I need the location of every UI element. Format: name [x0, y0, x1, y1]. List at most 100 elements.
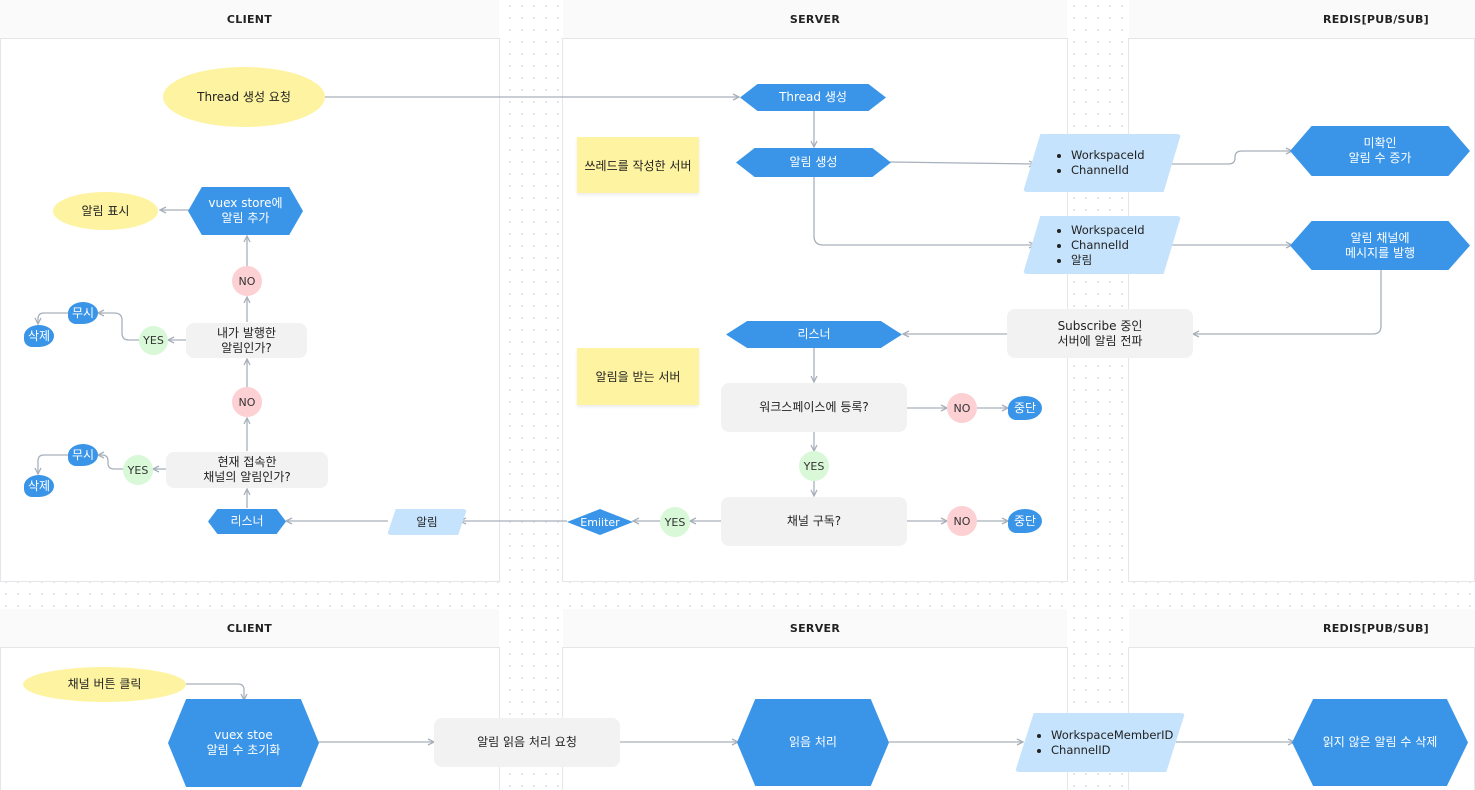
client-listener-node[interactable]: 리스너 — [208, 509, 286, 534]
no-mine-badge: NO — [232, 266, 262, 296]
node-label: 중단 — [1013, 513, 1037, 528]
note-receiver-server: 알림을 받는 서버 — [577, 348, 699, 405]
node-label: 알림 생성 — [789, 155, 838, 169]
lane-title: REDIS[PUB/SUB] — [1322, 621, 1429, 635]
node-label: 삭제 — [27, 478, 51, 493]
payload-item: WorkspaceMemberID — [1051, 728, 1173, 743]
label-line: 알림 추가 — [221, 211, 270, 225]
node-label: 알림 — [416, 514, 438, 529]
lane-title: REDIS[PUB/SUB] — [1322, 12, 1429, 26]
node-label: 채널 버튼 클릭 — [67, 677, 142, 691]
node-label: 알림 표시 — [81, 203, 130, 218]
thread-request-node[interactable]: Thread 생성 요청 — [163, 67, 325, 127]
badge-text: NO — [238, 395, 256, 409]
channel-click-node[interactable]: 채널 버튼 클릭 — [23, 667, 186, 702]
channel-check-node[interactable]: 채널 구독? — [721, 497, 907, 546]
lane-header-redis-top: REDIS[PUB/SUB] — [1129, 0, 1475, 38]
badge-text: NO — [238, 274, 256, 288]
unread-delete-node[interactable]: 읽지 않은 알림 수 삭제 — [1292, 699, 1468, 786]
label-line: 알림인가? — [221, 340, 272, 355]
payload2-node[interactable]: WorkspaceIdChannelId알림 — [1023, 216, 1181, 274]
server-listener-node[interactable]: 리스너 — [726, 321, 902, 348]
payload-list: WorkspaceIdChannelId — [1057, 148, 1145, 178]
label-line: 채널의 알림인가? — [203, 470, 291, 484]
node-label: 무시 — [71, 305, 95, 320]
alarm-create-node[interactable]: 알림 생성 — [736, 148, 891, 177]
note-text: 쓰레드를 작성한 서버 — [584, 158, 692, 173]
lane-title: SERVER — [789, 12, 841, 26]
delete2-node[interactable]: 삭제 — [24, 325, 54, 347]
delete1-node[interactable]: 삭제 — [24, 475, 54, 497]
read-process-node[interactable]: 읽음 처리 — [737, 699, 889, 786]
badge-text: NO — [953, 514, 971, 528]
label-line: 알림 채널에 — [1350, 230, 1410, 245]
node-label: 알림 읽음 처리 요청 — [477, 735, 577, 749]
badge-text: YES — [803, 459, 825, 473]
label-line: vuex store에 — [208, 196, 283, 210]
label-line: 미확인 — [1363, 136, 1397, 150]
lane-header-server-top: SERVER — [563, 0, 1067, 38]
thread-create-node[interactable]: Thread 생성 — [740, 84, 886, 111]
lane-header-redis-bottom: REDIS[PUB/SUB] — [1129, 609, 1475, 647]
note-writer-server: 쓰레드를 작성한 서버 — [577, 137, 699, 193]
lane-header-client-bottom: CLIENT — [0, 609, 499, 647]
no-workspace-badge: NO — [947, 393, 977, 423]
no-current-badge: NO — [232, 387, 262, 417]
label-line: 알림 수 증가 — [1348, 151, 1412, 165]
badge-text: YES — [664, 515, 686, 529]
node-label: 채널 구독? — [786, 514, 842, 528]
payload1-node[interactable]: WorkspaceIdChannelId — [1023, 134, 1181, 192]
ignore2-node[interactable]: 무시 — [68, 302, 98, 324]
node-label: 읽지 않은 알림 수 삭제 — [1322, 735, 1438, 749]
label-line: Subscribe 중인 — [1057, 318, 1143, 333]
payload-item: ChannelId — [1071, 163, 1145, 178]
node-label: 리스너 — [797, 327, 831, 341]
bottom-payload-node[interactable]: WorkspaceMemberIDChannelID — [1015, 713, 1185, 772]
yes-mine-badge: YES — [139, 326, 168, 355]
workspace-check-node[interactable]: 워크스페이스에 등록? — [721, 383, 907, 432]
payload-list: WorkspaceIdChannelId알림 — [1057, 223, 1145, 268]
payload-item: ChannelId — [1071, 238, 1145, 253]
read-request-node[interactable]: 알림 읽음 처리 요청 — [434, 718, 620, 767]
ignore1-node[interactable]: 무시 — [68, 444, 98, 466]
stop-channel-node[interactable]: 중단 — [1008, 509, 1042, 533]
lane-header-server-bottom: SERVER — [563, 609, 1067, 647]
lane-title: CLIENT — [226, 12, 273, 26]
node-label: 리스너 — [230, 514, 264, 528]
note-text: 알림을 받는 서버 — [595, 370, 681, 384]
label-line: 현재 접속한 — [217, 455, 277, 469]
show-alarm-node[interactable]: 알림 표시 — [53, 192, 158, 230]
payload-item: 알림 — [1071, 253, 1145, 268]
payload-list: WorkspaceMemberIDChannelID — [1037, 728, 1173, 758]
lane-title: SERVER — [789, 621, 841, 635]
yes-workspace-badge: YES — [799, 451, 829, 481]
no-channel-badge: NO — [947, 506, 977, 536]
alarm-pill-node[interactable]: 알림 — [387, 509, 467, 535]
payload-item: WorkspaceId — [1071, 223, 1145, 238]
stop-workspace-node[interactable]: 중단 — [1008, 396, 1042, 420]
label-line: vuex stoe — [214, 728, 273, 742]
label-line: 서버에 알림 전파 — [1057, 333, 1143, 348]
emitter-node[interactable]: Emiiter — [567, 509, 633, 535]
badge-text: YES — [127, 463, 149, 477]
lane-header-client-top: CLIENT — [0, 0, 499, 38]
yes-current-badge: YES — [123, 455, 153, 485]
node-label: Thread 생성 요청 — [197, 89, 291, 104]
node-label: 워크스페이스에 등록? — [759, 400, 869, 414]
node-label: 무시 — [71, 447, 95, 462]
label-line: 메시지를 발행 — [1344, 245, 1416, 260]
badge-text: NO — [953, 401, 971, 415]
